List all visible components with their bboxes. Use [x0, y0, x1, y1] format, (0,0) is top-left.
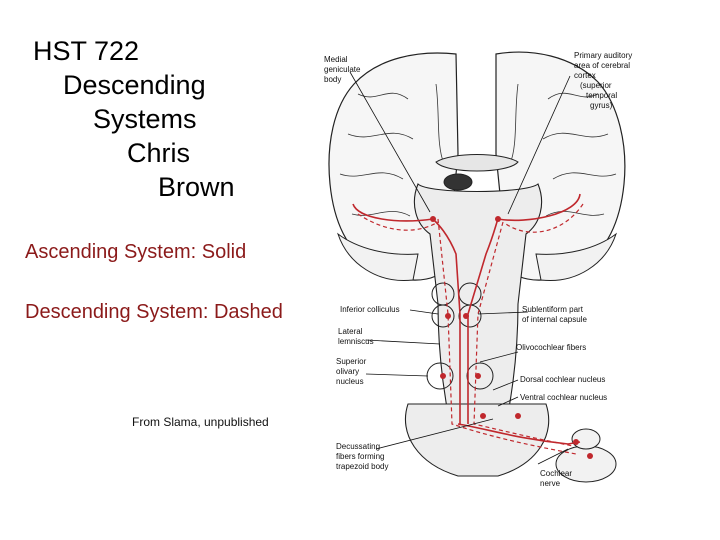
label-mgb-1: Medial — [324, 55, 348, 64]
label-cortex-6: gyrus) — [590, 101, 613, 110]
label-dorsal-cn: Dorsal cochlear nucleus — [520, 375, 605, 384]
label-inferior-colliculus: Inferior colliculus — [340, 305, 400, 314]
label-cortex-3: cortex — [574, 71, 596, 80]
brainstem-outline — [404, 183, 550, 477]
label-superior-olive-1: Superior — [336, 357, 367, 366]
label-decussating-1: Decussating — [336, 442, 380, 451]
label-mgb-2: geniculate — [324, 65, 361, 74]
label-superior-olive-2: olivary — [336, 367, 359, 376]
label-decussating-3: trapezoid body — [336, 462, 388, 471]
label-cochlear-nerve-1: Cochlear — [540, 469, 572, 478]
temporal-lobes — [337, 232, 617, 282]
label-superior-olive-3: nucleus — [336, 377, 364, 386]
label-cortex-1: Primary auditory — [574, 51, 632, 60]
label-lateral-lemniscus-1: Lateral — [338, 327, 363, 336]
legend-ascending: Ascending System: Solid — [25, 241, 247, 263]
label-cortex-5: temporal — [586, 91, 617, 100]
title-line-4: Chris — [127, 138, 191, 168]
pathway-dots — [430, 216, 593, 459]
cortical-folds — [339, 83, 617, 217]
leader-lines — [349, 71, 571, 465]
label-decussating-2: fibers forming — [336, 452, 384, 461]
label-lateral-lemniscus-2: lemniscus — [338, 337, 374, 346]
label-ventral-cn: Ventral cochlear nucleus — [520, 393, 607, 402]
label-sublentiform-1: Sublentiform part — [522, 305, 584, 314]
title-line-3: Systems — [93, 104, 197, 134]
midline-structures — [435, 154, 519, 191]
legend-descending: Descending System: Dashed — [25, 301, 283, 323]
figure-credit: From Slama, unpublished — [132, 415, 269, 429]
title-line-5: Brown — [158, 172, 235, 202]
label-cochlear-nerve-2: nerve — [540, 479, 561, 488]
label-olivocochlear: Olivocochlear fibers — [516, 343, 586, 352]
cochlea — [555, 428, 617, 483]
title-line-1: HST 722 — [33, 36, 140, 66]
title-line-2: Descending — [63, 70, 206, 100]
label-cortex-2: area of cerebral — [574, 61, 630, 70]
auditory-pathway-diagram: Medial geniculate body Primary auditory … — [318, 44, 648, 496]
label-cortex-4: (superior — [580, 81, 612, 90]
label-mgb-3: body — [324, 75, 341, 84]
label-sublentiform-2: of internal capsule — [522, 315, 587, 324]
figure-labels: Medial geniculate body Primary auditory … — [324, 51, 632, 488]
